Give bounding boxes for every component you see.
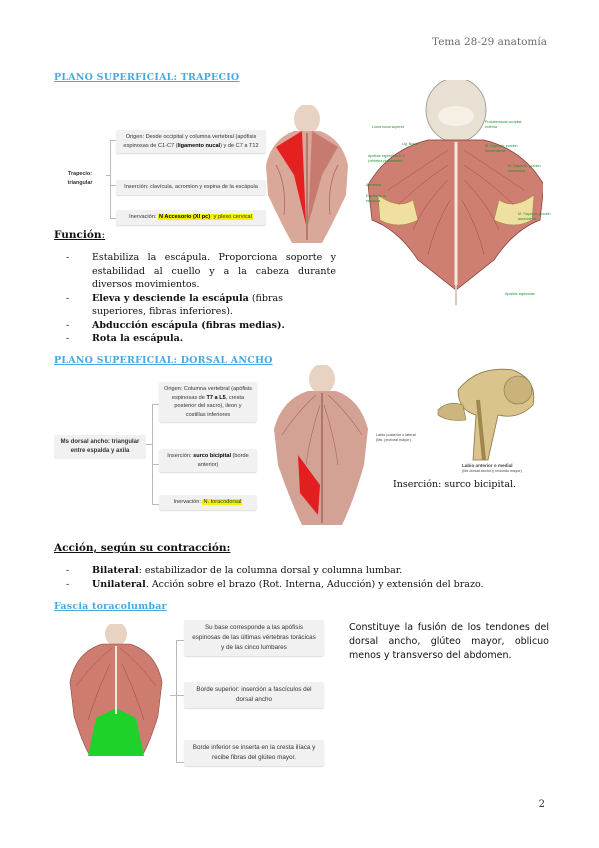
humerus-image bbox=[437, 368, 535, 461]
dorsal-origin-box: Origen: Columna vertebral (apófisis espi… bbox=[159, 382, 257, 422]
section-title-fascia: Fascia toracolumbar bbox=[54, 601, 167, 612]
fascia-diagram: Su base corresponde a las apófisis espin… bbox=[170, 620, 330, 775]
connector bbox=[110, 185, 116, 186]
dorsal-back-image bbox=[274, 365, 368, 525]
figure-label: Lig. Nucal bbox=[402, 142, 418, 146]
figure-label: Protuberancia occipital externa bbox=[485, 120, 522, 129]
list-item: Abducción escápula (fibras medias). bbox=[66, 319, 336, 333]
diagram-root: Trapecio: triangular bbox=[67, 171, 93, 186]
document-header-title: Tema 28-29 anatomía bbox=[432, 36, 547, 48]
connector bbox=[176, 640, 177, 762]
connector bbox=[110, 140, 116, 141]
trapecio-origin-box: Origen: Desde occipital y columna verteb… bbox=[116, 130, 266, 153]
list-item: Eleva y desciende la escápula (fibras su… bbox=[66, 292, 336, 319]
dorsal-innervation-box: Inervación: N. toracodorsal bbox=[159, 495, 257, 510]
figure-label: Apófisis espinosas D-1 (vértebra promine… bbox=[368, 154, 405, 163]
connector bbox=[152, 464, 159, 465]
connector bbox=[170, 695, 176, 696]
fascia-base-box: Su base corresponde a las apófisis espin… bbox=[184, 620, 324, 656]
figure-label: Labio anterior o medial bbox=[462, 463, 513, 468]
action-title: Acción, según su contracción: bbox=[54, 542, 231, 554]
function-title: Función: bbox=[54, 229, 106, 241]
diagram-root: Ms dorsal ancho: triangular entre espald… bbox=[54, 435, 146, 459]
connector bbox=[110, 140, 111, 218]
figure-label: M. Trapecio, porción ascendente bbox=[518, 212, 551, 221]
figure-label: Acromion bbox=[366, 183, 382, 187]
connector bbox=[176, 762, 184, 763]
fascia-note: Constituye la fusión de los tendones del… bbox=[349, 622, 549, 661]
trapecio-anatomy-image bbox=[367, 80, 543, 305]
trapecio-insertion-box: Inserción: clavícula, acromion y espina … bbox=[116, 180, 266, 195]
connector bbox=[152, 404, 159, 405]
section-title-dorsal-ancho: PLANO SUPERFICIAL: DORSAL ANCHO bbox=[54, 355, 273, 366]
figure-label: M. Trapecio, porción transversa bbox=[508, 164, 541, 173]
trapecio-diagram: Trapecio: triangular Origen: Desde occip… bbox=[54, 130, 269, 230]
figure-label: Apófisis espinosas bbox=[505, 292, 535, 296]
list-item: Bilateral: estabilizador de la columna d… bbox=[66, 564, 546, 578]
function-list: Estabiliza la escápula. Proporciona sopo… bbox=[66, 251, 336, 346]
connector bbox=[152, 404, 153, 504]
list-item: Unilateral. Acción sobre el brazo (Rot. … bbox=[66, 578, 546, 592]
list-item: Estabiliza la escápula. Proporciona sopo… bbox=[66, 251, 336, 292]
fascia-back-image bbox=[69, 624, 163, 756]
dorsal-insertion-caption: Inserción: surco bicipital. bbox=[393, 479, 517, 490]
connector bbox=[176, 640, 184, 641]
page-number: 2 bbox=[538, 799, 545, 810]
fascia-lower-border-box: Borde inferior se inserta en la cresta i… bbox=[184, 740, 324, 766]
figure-label: (Ms dorsal ancho y redondo mayor) bbox=[462, 469, 522, 473]
connector bbox=[106, 175, 110, 176]
connector bbox=[146, 444, 152, 445]
figure-label: Labio posterior o lateral (Ms. pectoral … bbox=[376, 433, 416, 442]
list-item: Rota la escápula. bbox=[66, 332, 336, 346]
connector bbox=[110, 218, 116, 219]
trapecio-back-image bbox=[266, 105, 348, 243]
figure-label: M. Trapecio, porción descendente bbox=[485, 144, 518, 153]
dorsal-diagram: Ms dorsal ancho: triangular entre espald… bbox=[54, 382, 264, 522]
action-list: Bilateral: estabilizador de la columna d… bbox=[66, 564, 546, 591]
connector bbox=[176, 695, 184, 696]
connector bbox=[152, 504, 159, 505]
figure-label: Línea nucal superior bbox=[372, 125, 405, 129]
dorsal-insertion-box: Inserción: surco bicipital (borde anteri… bbox=[159, 449, 257, 472]
section-title-trapecio: PLANO SUPERFICIAL: TRAPECIO bbox=[54, 72, 240, 83]
figure-label: Espina de la escápula bbox=[366, 194, 386, 203]
fascia-upper-border-box: Borde superior: inserción a fascículos d… bbox=[184, 682, 324, 708]
trapecio-innervation-box: Inervación: N Accesorio (XI pc) y plexo … bbox=[116, 210, 266, 225]
